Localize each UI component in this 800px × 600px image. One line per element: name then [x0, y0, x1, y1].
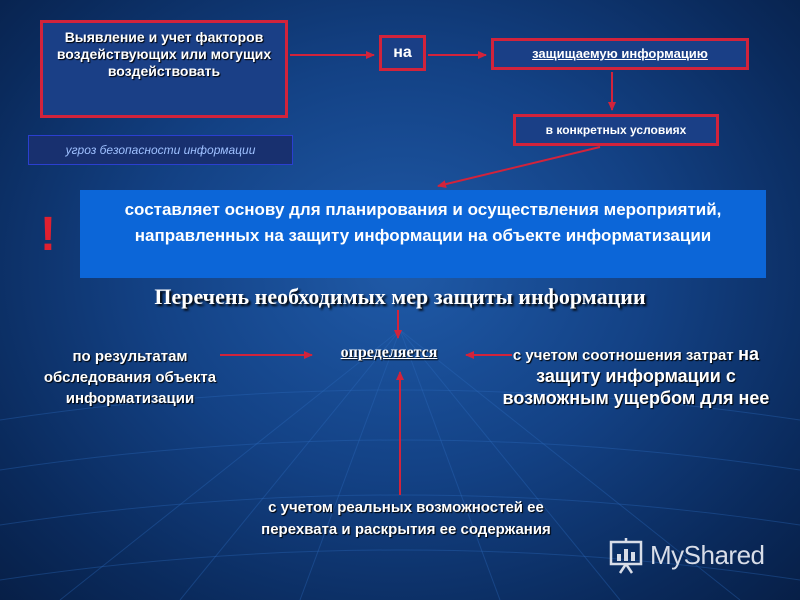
protected-info-text: защищаемую информацию: [532, 46, 708, 61]
factors-text: Выявление и учет факторов воздействующих…: [56, 29, 272, 79]
cost-ratio-part1: с учетом соотношения затрат: [512, 347, 734, 364]
conditions-box: в конкретных условиях: [513, 114, 719, 146]
exclamation-mark: !: [40, 208, 56, 261]
threats-text: угроз безопасности информации: [65, 143, 256, 157]
on-box: на: [379, 35, 426, 71]
on-text: на: [393, 44, 412, 61]
factors-box: Выявление и учет факторов воздействующих…: [40, 20, 288, 118]
determined-label: определяется: [340, 344, 438, 361]
main-statement-box: составляет основу для планирования и осу…: [80, 190, 766, 278]
protected-info-box: защищаемую информацию: [491, 38, 749, 70]
threats-box: угроз безопасности информации: [28, 135, 293, 165]
presentation-board-icon: [609, 538, 643, 574]
list-title: Перечень необходимых мер защиты информац…: [154, 284, 646, 309]
cost-ratio-text: с учетом соотношения затрат на защиту ин…: [496, 344, 776, 410]
survey-results-text: по результатам обследования объекта инфо…: [43, 348, 217, 407]
myshared-logo: MyShared: [608, 536, 788, 576]
conditions-text: в конкретных условиях: [545, 123, 687, 137]
main-statement-text: составляет основу для планирования и осу…: [124, 200, 722, 245]
interception-text: с учетом реальных возможностей ее перехв…: [261, 499, 551, 538]
cost-ratio-part2: на защиту информации с возможным ущербом…: [502, 344, 770, 408]
logo-text: MyShared: [650, 540, 765, 570]
